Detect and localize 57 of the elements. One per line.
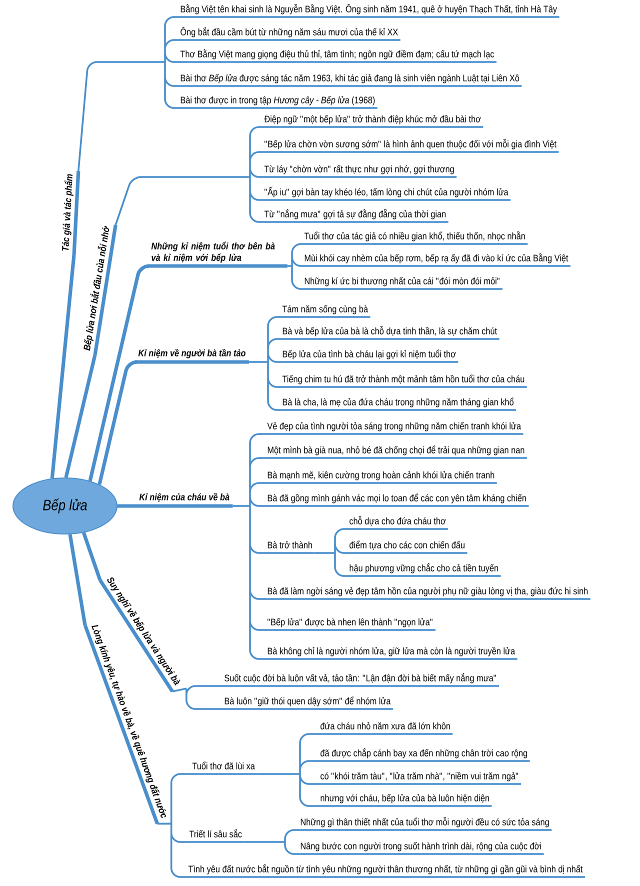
bracket-connector: [243, 829, 299, 855]
branch-line: [64, 354, 97, 478]
topic-text: điểm tựa cho các con chiến đấu: [347, 540, 468, 554]
branch-label: Kỉ niệm của cháu về bà: [136, 493, 233, 508]
topic-text: Từ láy "chờn vờn" rất thực như gợi nhớ, gợi thương: [262, 165, 457, 178]
topic-text: chỗ dựa cho đứa cháu thơ: [347, 516, 448, 530]
topic-text: "Bếp lửa chờn vờn sương sớm" là hình ảnh quen thuộc đối với mỗi gia đình Việt: [262, 139, 559, 153]
topic-text: Bà và bếp lửa của bà là chỗ dựa tinh thần, là sự chăm chút: [280, 326, 500, 340]
topic-text: Thơ Bằng Việt mang giọng điệu thủ thỉ, tâm tình; ngôn ngữ điềm đạm; cấu tứ mạch lạc: [178, 49, 496, 63]
branch-label: Bếp lửa nơi bắt đầu của nỗi nhớ: [84, 224, 118, 356]
branch-label: Kỉ niệm về người bà tần tảo: [135, 349, 249, 364]
topic-text: Triết lí sâu sắc: [187, 829, 244, 843]
branch-label: Những kỉ niệm tuổi thơ bên bà và kỉ niệm với bếp lửa: [148, 242, 288, 268]
bracket-connector: [172, 685, 223, 710]
topic-text: Ông bắt đầu cầm bút từ những năm sáu mươi của thế kỉ XX: [178, 27, 400, 41]
topic-text: hậu phương vững chắc cho cả tiền tuyến: [347, 563, 501, 577]
branch-line: [98, 360, 139, 485]
topic-text: "Ấp iu" gợi bàn tay khéo léo, tấm lòng chi chút của người nhóm lửa: [262, 186, 511, 201]
topic-text: Bài thơ được in trong tập Hương cây - Bếp lửa (1968): [178, 96, 378, 109]
topic-text: Tám năm sống cùng bà: [280, 305, 370, 318]
topic-text: Bà không chỉ là người nhóm lửa, giữ lửa mà còn là người truyền lửa: [265, 647, 518, 660]
topic-text: Nâng bước con người trong suốt hành trình dài, rộng của cuộc đời: [298, 842, 544, 855]
bracket-connector: [256, 733, 319, 807]
topic-text: Những gì thân thiết nhất của tuổi thơ mỗi người đều có sức tỏa sáng: [298, 817, 552, 831]
branch-line: [118, 504, 136, 508]
topic-text: Tuổi thơ của tác giả có nhiều gian khổ, thiếu thốn, nhọc nhằn: [302, 231, 528, 245]
branch-label: Tác giả và tác phẩm: [62, 170, 80, 256]
topic-text: Tiếng chim tu hú đã trở thành một mảnh tâm hồn tuổi thơ của cháu: [280, 374, 527, 388]
topic-text: Mùi khói cay nhèm của bếp rơm, bếp rạ ấy đã đi vào kí ức của Bằng Việt: [302, 253, 570, 267]
topic-text: Một mình bà già nua, nhỏ bé đã chống chọi để trải qua những gian nan: [265, 446, 527, 459]
branch-line: [50, 254, 76, 479]
topic-text: Bếp lửa của tình bà cháu lại gợi kỉ niệm tuổi thơ: [280, 350, 458, 363]
bracket-connector: [286, 243, 303, 290]
bracket-connector: [232, 433, 266, 660]
topic-text: Bà luôn "giữ thói quen dậy sớm" để nhóm lửa: [222, 696, 393, 710]
topic-text: Suốt cuộc đời bà luôn vất vả, tảo tần: "Lận đận đời bà biết mấy nắng mưa": [222, 673, 499, 687]
topic-text: Những kí ức bi thương nhất của cái "đói mòn đói mỏi": [302, 277, 502, 290]
branch-line: [68, 534, 87, 626]
topic-text: Tuổi thơ đã lùi xa: [190, 762, 258, 775]
topic-text: Bà đã làm ngời sáng vẻ đẹp tâm hồn của người phụ nữ giàu lòng vị tha, giàu đức hi sinh: [265, 587, 590, 600]
topic-text: nhưng với cháu, bếp lửa của bà luôn hiện diện: [318, 794, 492, 807]
topic-text: Bà trở thành: [265, 541, 315, 554]
topic-text: Điệp ngữ "một bếp lửa" trở thành điệp khúc mở đầu bài thơ: [262, 115, 484, 128]
branch-line: [82, 532, 102, 581]
topic-text: có "khói trăm tàu", "lửa trăm nhà", "niềm vui trăm ngả": [318, 772, 522, 785]
topic-text: Vẻ đẹp của tình người tỏa sáng trong những năm chiến tranh khói lửa: [265, 422, 524, 435]
topic-text: Bà là cha, là mẹ của đứa cháu trong những năm tháng gian khổ: [280, 398, 516, 411]
topic-text: đứa cháu nhỏ năm xưa đã lớn khôn: [318, 722, 453, 735]
topic-text: Bà đã gồng mình gánh vác mọi lo toan để các con yên tâm kháng chiến: [265, 494, 529, 507]
topic-text: Bà mạnh mẽ, kiên cường trong hoàn cảnh khói lửa chiến tranh: [265, 471, 497, 484]
topic-text: Từ "nắng mưa" gợi tả sự đằng đẵng của thời gian: [262, 209, 448, 223]
topic-text: "Bếp lửa" được bà nhen lên thành "ngọn lửa": [265, 618, 436, 631]
topic-text: Bằng Việt tên khai sinh là Nguyễn Bằng Việt. Ông sinh năm 1941, quê ở huyện Thạch Thất, tỉnh Hà Tây: [178, 4, 560, 18]
topic-text: Bài thơ Bếp lửa được sáng tác năm 1963, khi tác giả đang là sinh viên ngành Luật tại Liên Xô: [178, 74, 522, 87]
topic-text: đã được chắp cánh bay xa đến những chân trời cao rộng: [318, 748, 530, 762]
topic-text: Tình yêu đất nước bắt nguồn từ tình yêu những người thân thương nhất, từ những gì gần gũi và bình dị nhất: [186, 864, 585, 878]
branch-line: [88, 264, 151, 482]
